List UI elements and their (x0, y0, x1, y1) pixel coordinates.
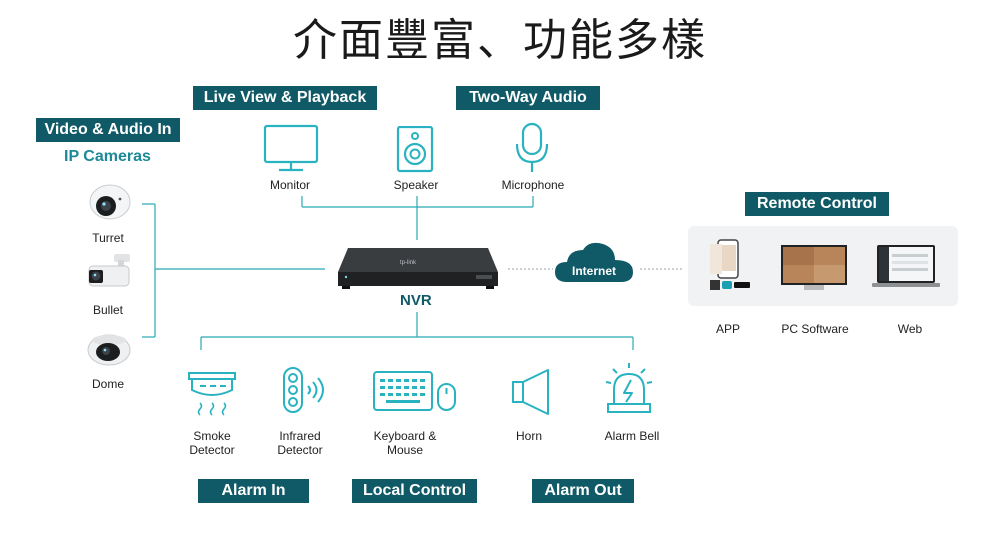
remote-label-app: APP (715, 322, 740, 336)
monitor-icon (263, 124, 319, 172)
output-label-speaker: Speaker (393, 178, 439, 192)
output-label-microphone: Microphone (501, 178, 565, 192)
infrared-detector-icon (283, 367, 324, 413)
page-title: 介面豐富、功能多樣 (293, 15, 707, 66)
keyboard-mouse-icon (373, 371, 456, 411)
tag-two-way-audio: Two-Way Audio (456, 86, 600, 110)
device-label-horn: Horn (515, 429, 542, 443)
turret-camera-icon (89, 184, 131, 220)
microphone-icon (515, 122, 549, 172)
tag-live-view-playback: Live View & Playback (193, 86, 377, 110)
tag-alarm-out: Alarm Out (532, 479, 634, 503)
pc-software-icon[interactable] (780, 244, 848, 292)
internet-label: Internet (571, 264, 616, 278)
tag-local-control: Local Control (352, 479, 477, 503)
tag-alarm-in: Alarm In (198, 479, 309, 503)
remote-label-pc-software: PC Software (781, 322, 849, 336)
nvr-device-icon: tp-link (338, 248, 498, 289)
cloud-icon (555, 242, 633, 282)
camera-label-turret: Turret (92, 231, 124, 245)
alarm-bell-icon (605, 363, 653, 413)
device-label-alarm-bell: Alarm Bell (604, 429, 660, 443)
tag-remote-control: Remote Control (745, 192, 889, 216)
horn-icon (512, 369, 549, 415)
bullet-camera-icon (88, 254, 130, 287)
ip-cameras-heading: IP Cameras (64, 148, 151, 165)
output-label-monitor: Monitor (269, 178, 310, 192)
tag-video-audio-in: Video & Audio In (36, 118, 180, 142)
dome-camera-icon (87, 334, 131, 366)
camera-label-dome: Dome (91, 377, 124, 391)
device-label-smoke-detector: Smoke Detector (189, 429, 235, 457)
web-browser-icon[interactable] (872, 244, 940, 292)
nvr-label: NVR (400, 292, 432, 309)
svg-text:tp-link: tp-link (400, 260, 417, 266)
device-label-keyboard-mouse: Keyboard & Mouse (373, 429, 437, 457)
phone-app-icon[interactable] (708, 238, 752, 294)
remote-label-web: Web (897, 322, 923, 336)
smoke-detector-icon (188, 372, 236, 416)
camera-label-bullet: Bullet (92, 303, 124, 317)
speaker-icon (396, 126, 434, 173)
device-label-infrared-detector: Infrared Detector (277, 429, 323, 457)
